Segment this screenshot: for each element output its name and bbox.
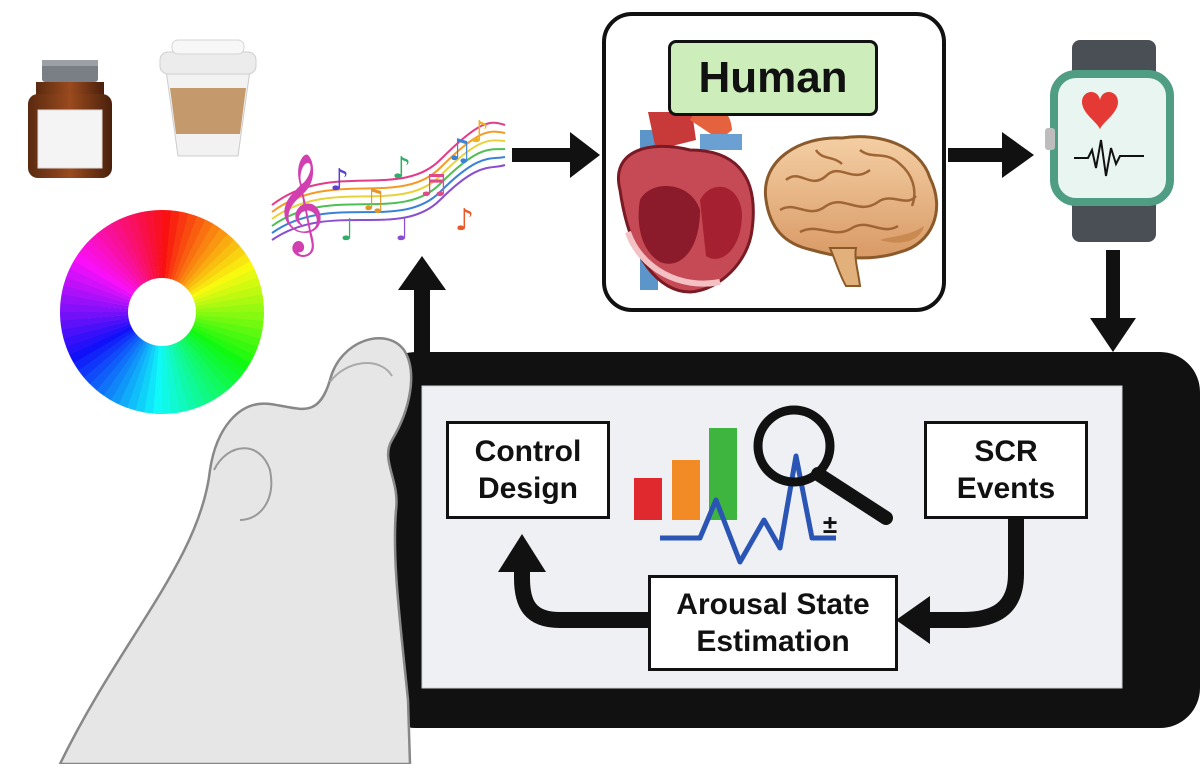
- smartwatch-icon: [1045, 40, 1174, 242]
- scr-events-box: SCR Events: [924, 421, 1088, 519]
- arousal-state-label: Arousal State Estimation: [676, 587, 870, 659]
- hand-icon: [58, 337, 413, 766]
- music-notes-icon: 𝄞 ♪♫ ♪♬ ♫♪ ♩♪ ♩: [271, 115, 506, 257]
- svg-text:♩: ♩: [340, 213, 354, 248]
- svg-text:♬: ♬: [420, 169, 447, 204]
- brain-icon: [763, 135, 939, 287]
- arrow-arousal-to-control: [514, 566, 648, 628]
- arrow-phone-to-music: [398, 256, 446, 370]
- svg-text:♪: ♪: [470, 115, 489, 150]
- arrow-arousal-to-control-head: [498, 534, 546, 572]
- svg-text:♪: ♪: [392, 151, 411, 186]
- signal-wave-icon: [660, 453, 836, 565]
- svg-text:♪: ♪: [455, 203, 474, 238]
- magnifier-icon: [753, 405, 893, 525]
- arrow-human-to-watch: [948, 132, 1034, 178]
- svg-text:𝄞: 𝄞: [274, 153, 325, 257]
- svg-text:♪: ♪: [330, 163, 349, 198]
- coffee-cup-icon: [159, 39, 257, 157]
- svg-text:♫: ♫: [446, 133, 473, 168]
- medicine-bottle-icon: [28, 60, 112, 178]
- color-wheel-icon: [60, 210, 264, 414]
- control-design-label: Control Design: [474, 434, 582, 506]
- human-title: Human: [668, 40, 878, 116]
- plus-minus-sign: ±: [822, 509, 838, 539]
- arrow-scr-to-arousal: [922, 518, 1024, 628]
- arrow-scr-to-arousal-head: [896, 596, 930, 644]
- arrow-watch-to-phone: [1090, 250, 1136, 352]
- svg-text:♫: ♫: [360, 183, 387, 218]
- svg-text:♩: ♩: [395, 213, 409, 248]
- scr-events-label: SCR Events: [956, 434, 1056, 506]
- control-design-box: Control Design: [446, 421, 610, 519]
- arousal-state-box: Arousal State Estimation: [648, 575, 898, 671]
- arrow-music-to-human: [512, 132, 600, 178]
